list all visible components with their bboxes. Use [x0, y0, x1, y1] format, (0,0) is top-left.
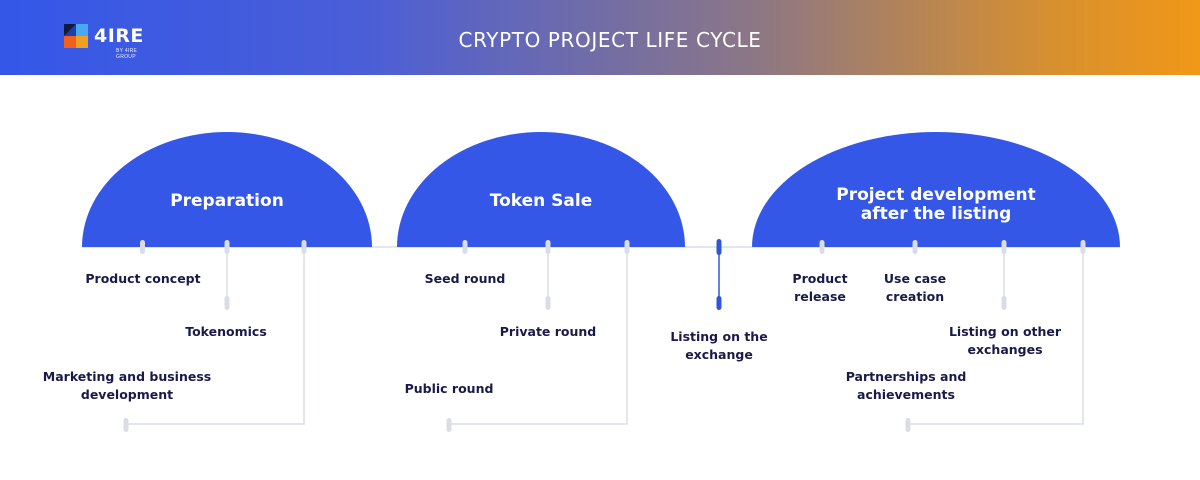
- tick-product-concept: [140, 240, 145, 254]
- step-listing-other-line1: Listing on other: [948, 324, 1062, 339]
- tick-private-round-top: [545, 240, 551, 254]
- tick-tokenomics-end: [224, 296, 230, 310]
- step-listing-other-exchanges: Listing on other exchanges: [930, 323, 1080, 359]
- logo-mark-icon: [64, 24, 88, 48]
- step-public-round: Public round: [404, 381, 494, 396]
- stage-preparation-title: Preparation: [170, 191, 284, 211]
- step-partnerships-line2: achievements: [857, 387, 955, 402]
- step-use-case-creation: Use case creation: [865, 270, 965, 306]
- stage-project-development-line2: after the listing: [860, 204, 1012, 224]
- step-private-round: Private round: [499, 324, 597, 339]
- step-listing-line1: Listing on the: [670, 329, 768, 344]
- header-banner: 4IRE BY 4IRE GROUP CRYPTO PROJECT LIFE C…: [0, 0, 1200, 75]
- tick-marketing-end: [123, 418, 129, 432]
- step-marketing-line2: development: [80, 387, 174, 402]
- token-sale-dome: [397, 132, 685, 247]
- step-product-release-line1: Product: [792, 271, 848, 286]
- step-listing-other-line2: exchanges: [967, 342, 1043, 357]
- company-logo[interactable]: 4IRE BY 4IRE GROUP: [64, 24, 156, 60]
- tick-partnerships-top: [1080, 240, 1086, 254]
- step-product-concept: Product concept: [85, 271, 201, 286]
- preparation-connectors: [126, 247, 305, 425]
- step-tokenomics: Tokenomics: [185, 324, 267, 339]
- step-product-release-line2: release: [794, 289, 846, 304]
- step-use-case-line1: Use case: [883, 271, 947, 286]
- tick-use-case: [912, 240, 918, 254]
- stage-project-development-title: Project development after the listing: [796, 186, 1076, 224]
- preparation-dome: [82, 132, 372, 247]
- step-partnerships-achievements: Partnerships and achievements: [826, 368, 986, 404]
- step-seed-round: Seed round: [424, 271, 506, 286]
- logo-subtext: BY 4IRE GROUP: [116, 48, 138, 60]
- step-use-case-line2: creation: [885, 289, 945, 304]
- tick-public-round-end: [446, 418, 452, 432]
- page-title: CRYPTO PROJECT LIFE CYCLE: [458, 28, 762, 52]
- step-listing-on-exchange: Listing on the exchange: [659, 328, 779, 364]
- step-marketing-business-development: Marketing and business development: [37, 368, 217, 404]
- tick-private-round-end: [545, 296, 551, 310]
- tick-listing-other-top: [1001, 240, 1007, 254]
- tick-listing-other-end: [1001, 296, 1007, 310]
- tick-marketing-top: [301, 240, 307, 254]
- step-listing-line2: exchange: [685, 347, 753, 362]
- stage-token-sale-title: Token Sale: [489, 191, 593, 211]
- tick-partnerships-end: [905, 418, 911, 432]
- project-development-connectors: [909, 247, 1084, 425]
- tick-tokenomics-top: [224, 240, 230, 254]
- stage-project-development-line1: Project development: [836, 185, 1036, 205]
- step-product-release: Product release: [770, 270, 870, 306]
- logo-text: 4IRE: [94, 25, 144, 47]
- tick-public-round-top: [624, 240, 630, 254]
- tick-product-release: [819, 240, 825, 254]
- step-marketing-line1: Marketing and business: [42, 369, 212, 384]
- tick-seed-round: [462, 240, 468, 254]
- listing-connector: [716, 239, 722, 310]
- project-development-dome: [752, 132, 1120, 247]
- step-partnerships-line1: Partnerships and: [845, 369, 967, 384]
- token-sale-connectors: [449, 247, 628, 425]
